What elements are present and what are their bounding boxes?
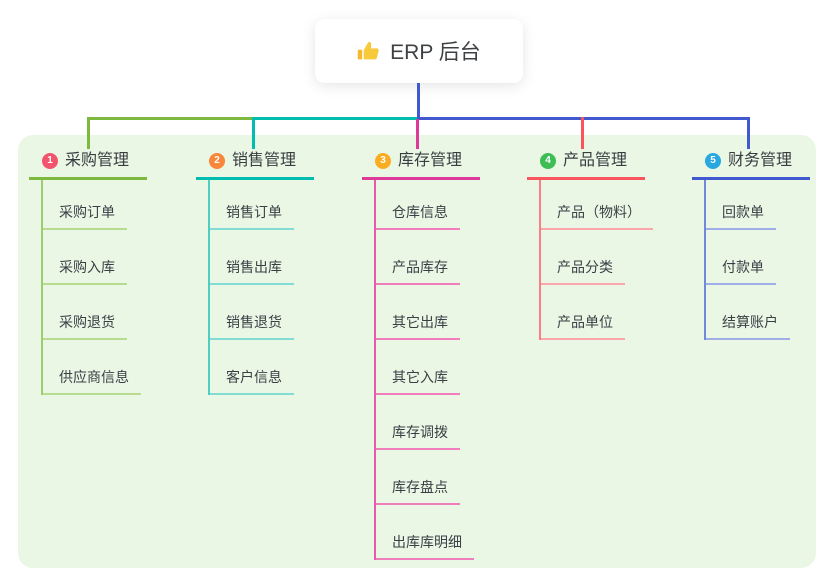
mindmap-node[interactable]: 付款单: [706, 230, 776, 285]
mindmap-node[interactable]: 结算账户: [706, 285, 790, 340]
mindmap-node[interactable]: 销售订单: [210, 180, 294, 230]
mindmap-panel: [18, 135, 816, 568]
mindmap-node[interactable]: 仓库信息: [376, 180, 460, 230]
branch-title: 产品管理: [563, 152, 628, 169]
thumbs-up-icon: [357, 40, 380, 63]
branch-number-badge: 2: [209, 153, 225, 169]
branch-title: 财务管理: [728, 152, 793, 169]
connector-drop-inventory: [416, 119, 419, 149]
mindmap-node[interactable]: 产品库存: [376, 230, 460, 285]
mindmap-node[interactable]: 库存盘点: [376, 450, 460, 505]
branch-title: 销售管理: [232, 152, 297, 169]
branch-items-inventory: 仓库信息产品库存其它出库其它入库库存调拨库存盘点出库库明细: [374, 180, 474, 560]
connector-bus-mid: [252, 117, 418, 120]
mindmap-node[interactable]: 销售退货: [210, 285, 294, 340]
mindmap-node[interactable]: 产品单位: [541, 285, 625, 340]
branch-title: 库存管理: [398, 152, 463, 169]
branch-header-inventory[interactable]: 3 库存管理: [362, 149, 481, 180]
connector-drop-finance: [747, 117, 750, 149]
branch-inventory: 3 库存管理仓库信息产品库存其它出库其它入库库存调拨库存盘点出库库明细: [362, 149, 481, 560]
mindmap-node[interactable]: 客户信息: [210, 340, 294, 395]
root-title: ERP 后台: [390, 41, 481, 64]
connector-bus-left: [87, 117, 254, 120]
mindmap-node[interactable]: 销售出库: [210, 230, 294, 285]
branch-header-product[interactable]: 4 产品管理: [527, 149, 646, 180]
mindmap-node[interactable]: 供应商信息: [43, 340, 141, 395]
mindmap-node[interactable]: 采购入库: [43, 230, 127, 285]
mindmap-node[interactable]: 采购退货: [43, 285, 127, 340]
connector-root-stem: [417, 83, 420, 120]
mindmap-node[interactable]: 库存调拨: [376, 395, 460, 450]
branch-header-finance[interactable]: 5 财务管理: [692, 149, 811, 180]
branch-items-sales: 销售订单销售出库销售退货客户信息: [208, 180, 294, 395]
branch-sales: 2 销售管理销售订单销售出库销售退货客户信息: [196, 149, 315, 395]
branch-header-purchase[interactable]: 1 采购管理: [29, 149, 148, 180]
mindmap-node[interactable]: 产品（物料）: [541, 180, 653, 230]
root-node[interactable]: ERP 后台: [315, 19, 523, 83]
branch-number-badge: 5: [705, 153, 721, 169]
branch-product: 4 产品管理产品（物料）产品分类产品单位: [527, 149, 653, 340]
mindmap-node[interactable]: 产品分类: [541, 230, 625, 285]
branch-number-badge: 3: [375, 153, 391, 169]
branch-title: 采购管理: [65, 152, 130, 169]
mindmap-node[interactable]: 出库库明细: [376, 505, 474, 560]
branch-items-purchase: 采购订单采购入库采购退货供应商信息: [41, 180, 141, 395]
mindmap-node[interactable]: 采购订单: [43, 180, 127, 230]
mindmap-node[interactable]: 回款单: [706, 180, 776, 230]
branch-items-product: 产品（物料）产品分类产品单位: [539, 180, 653, 340]
branch-items-finance: 回款单付款单结算账户: [704, 180, 790, 340]
connector-drop-sales: [252, 117, 255, 149]
connector-drop-purchase: [87, 117, 90, 149]
branch-purchase: 1 采购管理采购订单采购入库采购退货供应商信息: [29, 149, 148, 395]
connector-drop-product: [581, 117, 584, 149]
mindmap-node[interactable]: 其它入库: [376, 340, 460, 395]
branch-finance: 5 财务管理回款单付款单结算账户: [692, 149, 811, 340]
branch-number-badge: 4: [540, 153, 556, 169]
branch-header-sales[interactable]: 2 销售管理: [196, 149, 315, 180]
mindmap-node[interactable]: 其它出库: [376, 285, 460, 340]
branch-number-badge: 1: [42, 153, 58, 169]
